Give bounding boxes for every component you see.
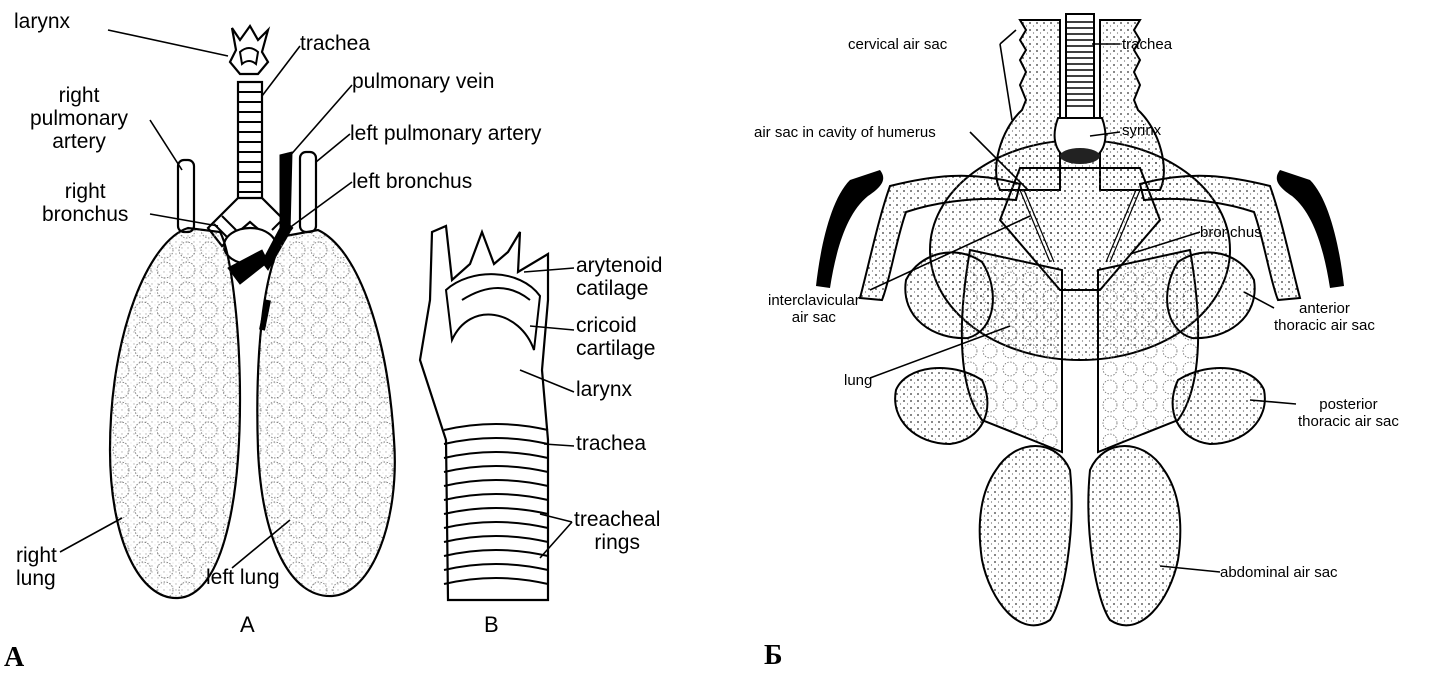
label-pulmonary-vein: pulmonary vein <box>352 70 494 93</box>
larynx-b-shape <box>420 226 548 600</box>
label-right-lung: right lung <box>16 544 57 590</box>
figure-b-tag: Б <box>764 640 783 672</box>
label-trachea-a: trachea <box>300 32 370 55</box>
label-right-pulmonary-artery: right pulmonary artery <box>30 84 128 153</box>
label-trachea-b: trachea <box>576 432 646 455</box>
label-cricoid: cricoid cartilage <box>576 314 655 360</box>
label-larynx-a: larynx <box>14 10 70 33</box>
anterior-thoracic-right-shape <box>1167 252 1255 338</box>
label-left-lung: left lung <box>206 566 280 589</box>
label-tracheal-rings: treacheal rings <box>574 508 660 554</box>
figure-a-tag: А <box>4 642 24 674</box>
trachea-b-shape <box>1066 14 1094 124</box>
label-bronchus: bronchus <box>1200 224 1262 241</box>
anterior-thoracic-left-shape <box>905 252 993 338</box>
label-arytenoid: arytenoid catilage <box>576 254 662 300</box>
label-syrinx: syrinx <box>1122 122 1161 139</box>
label-left-bronchus: left bronchus <box>352 170 472 193</box>
cervical-air-sac-left-shape <box>996 20 1060 190</box>
larynx-a-shape <box>230 26 268 74</box>
label-humerus-air-sac: air sac in cavity of humerus <box>754 124 936 141</box>
posterior-thoracic-right-shape <box>1173 368 1265 444</box>
subfigure-b-caption: B <box>484 612 499 638</box>
abdominal-right-shape <box>1088 446 1180 625</box>
label-right-bronchus: right bronchus <box>42 180 128 226</box>
label-cervical-air-sac: cervical air sac <box>848 36 947 53</box>
label-larynx-b: larynx <box>576 378 632 401</box>
subfigure-a-caption: A <box>240 612 255 638</box>
label-posterior-thoracic: posterior thoracic air sac <box>1298 396 1399 430</box>
label-lung: lung <box>844 372 872 389</box>
figure-b-panel: cervical air sac trachea air sac in cavi… <box>720 0 1434 680</box>
abdominal-left-shape <box>980 446 1072 625</box>
label-trachea-b-figure: trachea <box>1122 36 1172 53</box>
label-abdominal: abdominal air sac <box>1220 564 1338 581</box>
label-left-pulmonary-artery: left pulmonary artery <box>350 122 541 145</box>
label-anterior-thoracic: anterior thoracic air sac <box>1274 300 1375 334</box>
posterior-thoracic-left-shape <box>895 368 987 444</box>
label-interclavicular: interclavicular air sac <box>768 292 860 326</box>
left-pulmonary-artery-shape <box>300 152 316 232</box>
figure-a-panel: larynx trachea pulmonary vein right pulm… <box>0 0 720 680</box>
